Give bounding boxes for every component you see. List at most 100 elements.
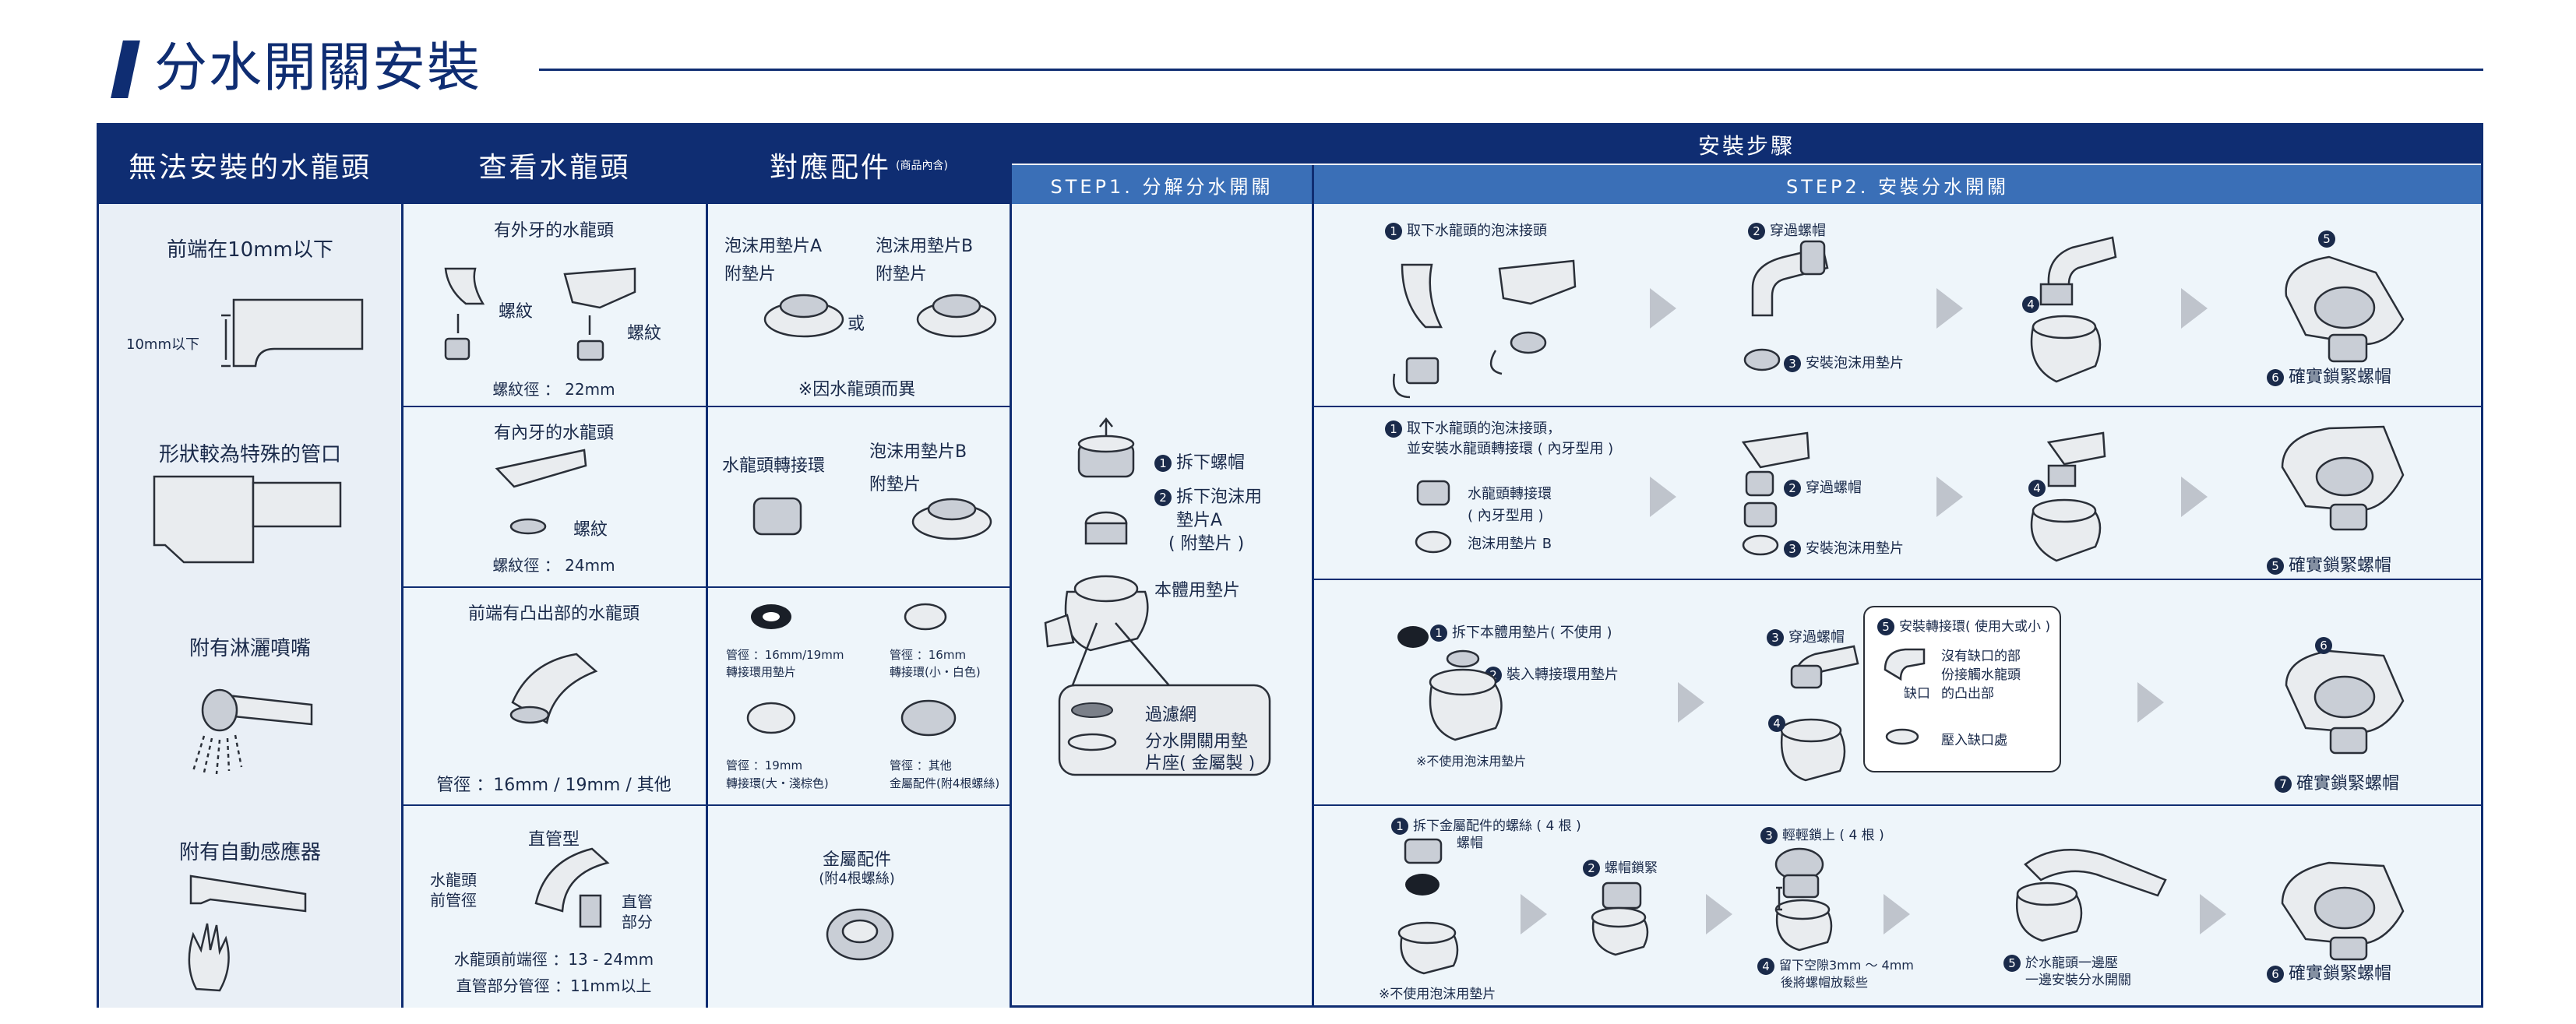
r1-num-1: 1 (1385, 223, 1402, 240)
r4-step-nut: 螺帽 (1457, 836, 1483, 851)
r2-num-5: 5 (2267, 558, 2284, 575)
divider (1314, 579, 2481, 580)
divider (1012, 164, 2481, 165)
col3-r3-a1: 管徑 ：16mm/19mm (726, 648, 844, 662)
r2-part-adapter-note: ( 內牙型用 ) (1468, 508, 1544, 524)
r4-num-1: 1 (1391, 818, 1408, 835)
title-accent-bar (111, 40, 140, 98)
col3-panel (708, 204, 1010, 1008)
title-rule (539, 69, 2483, 71)
r2-step-remove-b: 並安裝水龍頭轉接環 ( 內牙型用 ) (1407, 441, 1614, 457)
r3-attach-illustration (1780, 645, 1859, 782)
col1-r1-dim: 10mm以下 (126, 336, 199, 353)
col2-r4-title: 直管型 (527, 830, 580, 850)
col2-r2-title: 有內牙的水龍頭 (493, 424, 615, 443)
r2-tighten-illustration (2281, 425, 2405, 531)
r2-part-adapter: 水龍頭轉接環 (1468, 486, 1552, 502)
r3-num-5: 5 (1877, 618, 1894, 635)
r4-tighten-illustration (2281, 861, 2405, 961)
r3-box-text-3: 的凸出部 (1941, 686, 1994, 702)
step1-body-gasket: 本體用墊片 (1154, 581, 1241, 600)
r4-step-tighten-nut: 螺帽鎖緊 (1605, 860, 1658, 876)
r3-box-text-5: 壓入缺口處 (1941, 733, 2007, 748)
divider (706, 125, 708, 1005)
col3-r1-b1: 泡沫用墊片B (876, 237, 974, 256)
col2-r3-title: 前端有凸出部的水龍頭 (467, 604, 640, 624)
arrow-icon (2200, 894, 2226, 934)
r3-num-1: 1 (1430, 625, 1447, 642)
r3-step-tighten: 確實鎖緊螺帽 (2296, 774, 2400, 794)
straight-pipe-faucet-illustration (534, 847, 610, 928)
r3-box-text-4: 缺口 (1904, 686, 1930, 702)
r3-tighten-illustration (2285, 649, 2405, 755)
special-pipe-illustration (153, 475, 342, 564)
col2-r1-title: 有外牙的水龍頭 (493, 221, 615, 241)
r4-step-gap-a: 留下空隙3mm ～ 4mm (1779, 958, 1914, 973)
r2-step-remove-a: 取下水龍頭的泡沫接頭， (1407, 421, 1561, 437)
r4-num-4: 4 (1757, 957, 1774, 975)
arrow-icon (1521, 894, 1547, 934)
r4-press-illustration (2015, 849, 2167, 942)
header-step1-label: STEP1. 分解分水開關 (1050, 175, 1274, 198)
col3-r3-a2: 轉接環用墊片 (726, 665, 797, 679)
header-uninstallable: 無法安裝的水龍頭 (99, 125, 401, 204)
divider (401, 125, 403, 1005)
r3-step-insert-gasket: 裝入轉接環用墊片 (1506, 667, 1619, 683)
r3-step-remove-gasket: 拆下本體用墊片( 不使用 ) (1452, 625, 1612, 641)
col1-r4-title: 附有自動感應器 (178, 841, 322, 864)
col3-r2-b2: 附墊片 (869, 475, 922, 494)
r2-step-pass-nut: 穿過螺帽 (1806, 480, 1862, 496)
step1-remove-nut: 拆下螺帽 (1176, 453, 1246, 473)
header-parts-label: 對應配件 (770, 151, 892, 184)
foam-gasket-illustration (763, 294, 997, 338)
col3-r3-d2: 金屬配件(附4根螺絲) (890, 776, 1000, 790)
external-thread-faucet-illustration (444, 267, 636, 361)
r4-step-tighten: 確實鎖緊螺帽 (2289, 964, 2392, 984)
r2-pass-nut-illustration (1741, 431, 1810, 556)
col3-r1-a1: 泡沫用墊片A (724, 237, 823, 256)
r3-num-7: 7 (2275, 776, 2292, 793)
r1-step-install-gasket: 安裝泡沫用墊片 (1806, 355, 1904, 371)
step2-panel (1314, 204, 2481, 1005)
shower-nozzle-illustration (192, 688, 313, 775)
col1-r1-title: 前端在10mm以下 (167, 238, 333, 262)
protrusion-faucet-illustration (509, 653, 598, 724)
r3-adapter-box (1863, 606, 2061, 772)
r3-num-3: 3 (1767, 629, 1784, 646)
r4-nut-illustration (1591, 881, 1649, 956)
r2-step-tighten: 確實鎖緊螺帽 (2289, 556, 2392, 575)
divider (403, 406, 1010, 407)
r1-step-remove-aerator: 取下水龍頭的泡沫接頭 (1407, 223, 1547, 239)
r1-remove-aerator-illustration (1392, 259, 1577, 399)
header-step1: STEP1. 分解分水開關 (1012, 165, 1312, 204)
r1-num-4: 4 (2022, 296, 2039, 313)
col2-r3-spec: 管徑 ：16mm / 19mm / 其他 (436, 776, 671, 795)
r1-step-tighten: 確實鎖緊螺帽 (2289, 368, 2392, 387)
arrow-icon (2181, 477, 2208, 517)
r4-exploded-illustration (1397, 838, 1459, 975)
metal-fitting-illustration (826, 908, 894, 961)
r2-num-2: 2 (1784, 480, 1801, 497)
exploded-splitter-illustration (1044, 417, 1271, 776)
col1-r2-title: 形狀較為特殊的管口 (158, 443, 342, 466)
step1-panel (1012, 204, 1312, 1005)
divider (403, 804, 1010, 806)
header-check-faucet: 查看水龍頭 (403, 125, 706, 204)
r3-box-text-1: 沒有缺口的部 (1941, 649, 2021, 664)
r2-num-3: 3 (1784, 540, 1801, 558)
col3-r3-c1: 管徑 ：19mm (726, 758, 803, 772)
col1-r3-title: 附有淋灑噴嘴 (189, 637, 312, 660)
col3-r2-b1: 泡沫用墊片B (869, 442, 967, 462)
r4-step-loose-screws: 輕輕鎖上 ( 4 根 ) (1782, 828, 1884, 843)
header-step2-label: STEP2. 安裝分水開關 (1785, 175, 2010, 198)
step1-remove-gasket-a: 拆下泡沫用 (1176, 487, 1263, 507)
col3-r3-b1: 管徑 ：16mm (890, 648, 967, 662)
page-title: 分水開關安裝 (154, 37, 482, 99)
r3-num-6: 6 (2315, 637, 2332, 654)
r4-step-press-b: 一邊安裝分水開關 (2025, 973, 2131, 988)
col2-r1-spec: 螺紋徑 ： 22mm (492, 380, 615, 399)
col3-r4-b: (附4根螺絲) (819, 871, 895, 887)
col2-r4-spec1: 水龍頭前端徑 ：13 - 24mm (453, 950, 654, 969)
arrow-icon (1884, 894, 1910, 934)
col3-r1-b2: 附墊片 (876, 265, 928, 284)
